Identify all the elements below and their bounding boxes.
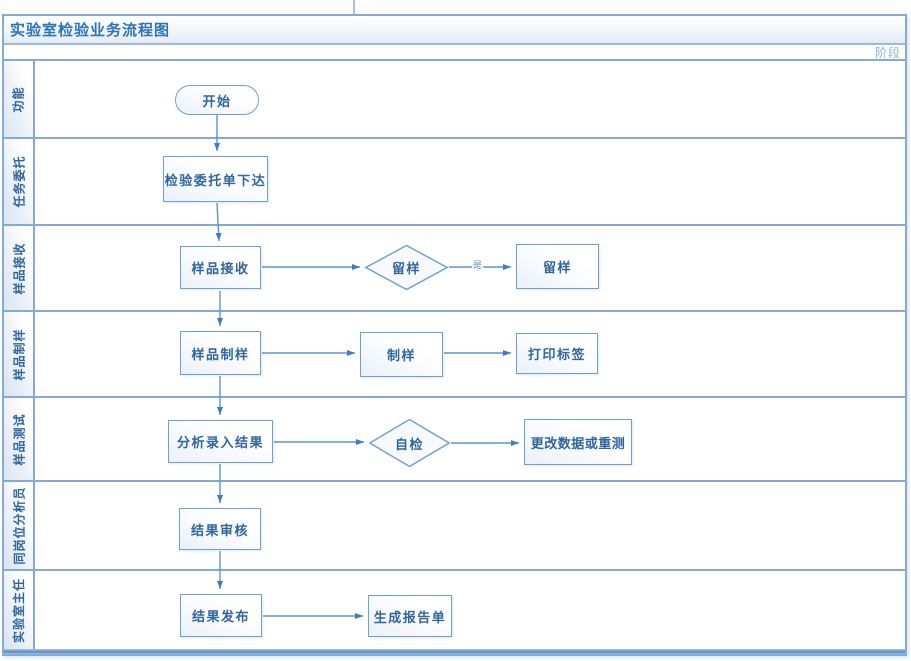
node-print-label[interactable]: 打印标签	[516, 333, 598, 374]
node-label: 结果发布	[191, 609, 250, 624]
node-self-check-decision[interactable]: 自检	[369, 419, 450, 467]
node-result-publish[interactable]: 结果发布	[180, 594, 262, 637]
lane-peer-analyst-body	[35, 482, 905, 569]
edge-label-yes: 是	[472, 260, 484, 270]
node-label: 检验委托单下达	[164, 172, 267, 188]
node-label: 样品接收	[191, 261, 250, 276]
node-modify-or-retest[interactable]: 更改数据或重测	[524, 419, 632, 465]
flowchart-frame: 实验室检验业务流程图 阶段 功能 任务委托 样品接收 样品制样 样品测	[2, 14, 907, 656]
lane-sample-testing: 样品测试	[4, 398, 905, 482]
lane-sample-receiving-labelcell[interactable]: 样品接收	[4, 226, 35, 310]
lane-peer-analyst: 同岗位分析员	[4, 482, 905, 571]
node-label: 留样	[391, 261, 421, 276]
bottom-accent-bar	[4, 649, 905, 654]
node-sample-receive[interactable]: 样品接收	[180, 246, 261, 289]
lane-sample-testing-labelcell[interactable]: 样品测试	[4, 398, 35, 480]
page-break-line	[353, 0, 355, 14]
node-retain-decision[interactable]: 留样	[365, 245, 448, 290]
node-sample-prepare[interactable]: 样品制样	[180, 331, 261, 375]
lane-task-delegation-labelcell[interactable]: 任务委托	[4, 139, 35, 224]
lane-sample-preparation-body	[35, 312, 905, 396]
lane-label: 实验室主任	[12, 577, 27, 643]
lane-lab-director-body	[35, 571, 905, 649]
node-label: 样品制样	[191, 346, 250, 362]
lane-sample-preparation: 样品制样	[4, 312, 905, 398]
lane-function-labelcell[interactable]: 功能	[4, 61, 35, 137]
lane-label: 样品制样	[12, 327, 27, 381]
lane-label: 功能	[11, 85, 26, 113]
lane-label: 同岗位分析员	[12, 486, 27, 565]
lane-sample-preparation-labelcell[interactable]: 样品制样	[4, 312, 35, 396]
diamond-shape	[365, 245, 448, 290]
node-make-sample[interactable]: 制样	[360, 332, 443, 377]
node-result-review[interactable]: 结果审核	[179, 508, 261, 550]
lane-lab-director-labelcell[interactable]: 实验室主任	[4, 571, 35, 649]
lane-sample-receiving-body	[35, 226, 905, 310]
node-label: 开始	[202, 93, 232, 109]
lane-label: 样品接收	[12, 241, 27, 295]
page-title: 实验室检验业务流程图	[10, 22, 171, 39]
lane-function: 功能	[4, 61, 905, 139]
lane-function-body	[35, 61, 905, 137]
node-label: 结果审核	[190, 522, 249, 538]
node-label: 打印标签	[527, 347, 586, 362]
node-label: 分析录入结果	[176, 435, 264, 450]
node-label: 留样	[542, 260, 572, 275]
swimlane-container: 功能 任务委托 样品接收 样品制样 样品测试 同岗位分析员	[4, 61, 905, 649]
lane-label: 样品测试	[12, 412, 27, 466]
title-bar: 实验室检验业务流程图	[4, 16, 905, 45]
node-start-terminator[interactable]: 开始	[175, 85, 259, 115]
node-label: 自检	[394, 436, 424, 452]
lane-lab-director: 实验室主任	[4, 571, 905, 649]
lane-task-delegation: 任务委托	[4, 139, 905, 226]
node-label: 生成报告单	[373, 609, 447, 625]
diamond-shape	[369, 419, 450, 467]
node-label: 制样	[386, 348, 416, 363]
lane-label: 任务委托	[12, 155, 27, 208]
node-order-issued[interactable]: 检验委托单下达	[163, 156, 268, 202]
lane-sample-testing-body	[35, 398, 905, 480]
node-retain-sample[interactable]: 留样	[516, 244, 599, 289]
lane-peer-analyst-labelcell[interactable]: 同岗位分析员	[4, 482, 35, 569]
node-analysis-entry[interactable]: 分析录入结果	[168, 420, 273, 463]
phase-header-label: 阶段	[874, 45, 901, 60]
lane-sample-receiving: 样品接收	[4, 226, 905, 312]
phase-header-row: 阶段	[4, 45, 905, 61]
node-generate-report[interactable]: 生成报告单	[368, 595, 452, 637]
node-label: 更改数据或重测	[530, 435, 626, 451]
